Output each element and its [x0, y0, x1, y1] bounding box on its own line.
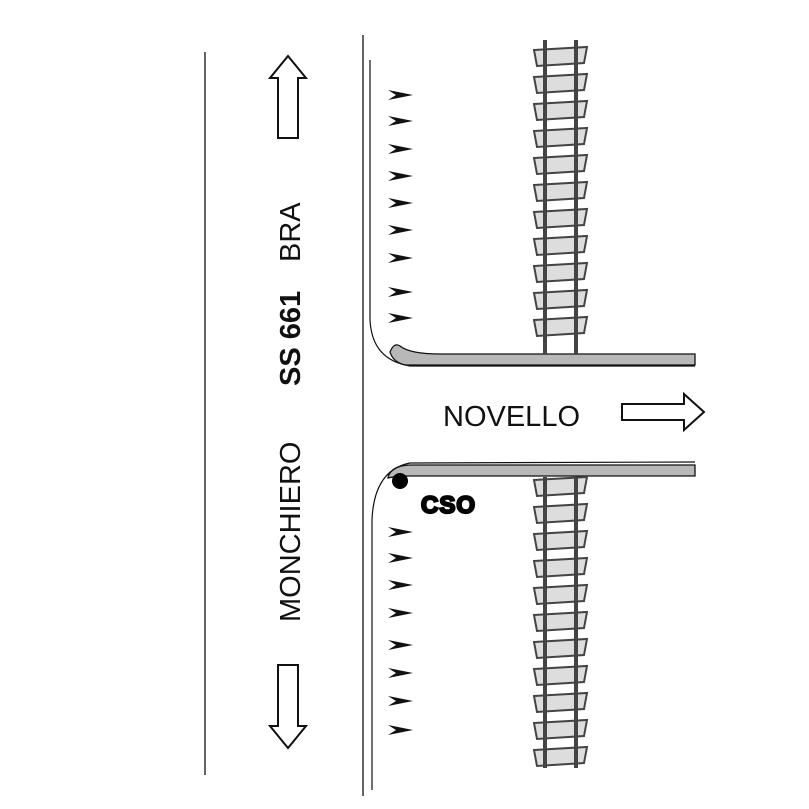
road-code-label: SS 661	[275, 291, 307, 386]
curb-lower-corner	[371, 461, 696, 790]
arrow-down-outline-icon	[267, 664, 309, 750]
railway-sleeper	[532, 288, 589, 311]
railway-sleeper	[532, 153, 589, 176]
filled-dot-icon	[392, 473, 408, 489]
railway-sleeper	[532, 529, 589, 552]
railway-sleeper	[532, 502, 589, 525]
arrowhead-marker-icon	[388, 527, 413, 537]
arrowhead-marker-icon	[388, 171, 413, 181]
railway-sleeper	[532, 475, 589, 498]
railway-sleeper	[532, 691, 589, 714]
railway-sleeper	[532, 315, 589, 338]
curb-upper-corner	[369, 60, 695, 367]
railway-sleeper	[532, 234, 589, 257]
arrowhead-marker-icon	[388, 253, 413, 263]
arrowhead-marker-icon	[388, 225, 413, 235]
curb-upper-fill	[389, 344, 696, 366]
road-right-label: BRA	[275, 202, 307, 262]
arrowhead-marker-icon	[388, 580, 413, 590]
arrow-right-outline-icon	[621, 391, 706, 433]
side-road-label: NOVELLO	[443, 401, 580, 433]
arrowhead-marker-icon	[388, 90, 413, 100]
arrowhead-marker-icon	[388, 144, 413, 154]
railway-sleeper	[532, 72, 589, 95]
railway-sleeper	[532, 664, 589, 687]
road-left-label: MONCHIERO	[275, 442, 307, 622]
arrowhead-marker-icon	[388, 116, 413, 126]
railway-track-upper	[532, 40, 589, 354]
railway-sleeper	[532, 745, 589, 768]
arrowhead-marker-icon	[388, 696, 413, 706]
railway-sleeper	[532, 556, 589, 579]
arrowhead-marker-icon	[388, 725, 413, 735]
railway-sleeper	[532, 261, 589, 284]
cso-label: CSO	[421, 492, 476, 519]
arrowhead-marker-icon	[388, 608, 413, 618]
railway-sleeper	[532, 583, 589, 606]
arrowhead-marker-icon	[388, 198, 413, 208]
arrowhead-marker-icon	[388, 640, 413, 650]
arrowhead-marker-icon	[388, 553, 413, 563]
chevron-markers	[388, 90, 413, 735]
railway-sleeper	[532, 610, 589, 633]
railway-sleeper	[532, 637, 589, 660]
arrow-up-outline-icon	[267, 54, 309, 139]
main-road-label-group: MONCHIERO SS 661 BRA	[275, 202, 307, 622]
arrowhead-marker-icon	[388, 287, 413, 297]
arrowhead-marker-icon	[388, 313, 413, 323]
railway-sleeper	[532, 180, 589, 203]
railway-sleeper	[532, 45, 589, 68]
railway-sleeper	[532, 126, 589, 149]
railway-sleeper	[532, 207, 589, 230]
arrowhead-marker-icon	[388, 668, 413, 678]
railway-sleeper	[532, 99, 589, 122]
curb-lower-fill	[387, 464, 696, 479]
railway-track-lower	[532, 475, 589, 768]
railway-sleeper	[532, 718, 589, 741]
